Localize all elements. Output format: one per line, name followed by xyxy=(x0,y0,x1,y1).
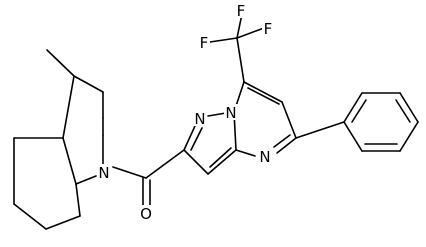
bond-c3q-c4q xyxy=(73,75,104,93)
bond-ph-3 xyxy=(399,92,419,123)
atom-labels: F F F N N N N O xyxy=(97,2,274,223)
bond-n1-c2 xyxy=(183,125,196,151)
bond-c7-c6 xyxy=(243,81,283,103)
bond-c5-phenyl xyxy=(295,121,345,139)
bond-c5-n4 xyxy=(276,137,297,154)
bond-c3-c3a-double xyxy=(209,147,232,168)
bond-c4q-methyl xyxy=(46,49,75,77)
bond-cf3-f2 xyxy=(236,27,265,39)
atom-n-pyrimidine-lower: N xyxy=(258,148,272,166)
bond-ph-1-double xyxy=(351,99,367,123)
atom-f3-text: F xyxy=(237,2,246,20)
bond-ph-4 xyxy=(399,121,419,152)
bond-c6q-c7q xyxy=(13,203,47,230)
bond-n7a-n1 xyxy=(207,112,227,117)
bond-c4a-c8a xyxy=(62,137,77,185)
bond-cf3-f1 xyxy=(209,37,238,43)
atom-f3: F xyxy=(235,2,247,20)
atom-n-quinoline-text: N xyxy=(98,164,109,182)
bond-c5-n4-double xyxy=(273,134,291,148)
atom-f1: F xyxy=(198,34,210,52)
atom-n-pyrimidine-upper: N xyxy=(224,104,238,122)
bond-c3-c3a xyxy=(207,149,237,175)
bond-c2-c3 xyxy=(183,149,209,175)
atom-n-pyrazole-text: N xyxy=(194,110,205,128)
bond-c2-carbonyl xyxy=(145,149,185,179)
atom-n-pyrazole: N xyxy=(193,110,207,128)
atom-f2-text: F xyxy=(264,20,273,38)
bond-c7q-c8q xyxy=(45,215,81,230)
bond-c6-c5 xyxy=(281,101,297,139)
atom-n-quinoline: N xyxy=(97,164,111,182)
bonds xyxy=(13,13,419,230)
atom-f2: F xyxy=(262,20,274,38)
bond-n1-c2-double xyxy=(190,127,203,151)
bond-ph-3-double xyxy=(395,99,411,123)
bond-n4-c3a xyxy=(235,149,256,157)
atom-n-pyrimidine-lower-text: N xyxy=(259,148,270,166)
bond-carbonyl-n xyxy=(112,166,147,179)
bond-c4q-c4a xyxy=(62,75,75,139)
bond-c8a-n xyxy=(75,175,97,185)
bond-cf3-ring xyxy=(236,37,245,83)
atom-n-pyrimidine-upper-text: N xyxy=(225,104,236,122)
bond-ph-1 xyxy=(343,92,363,123)
bond-c7-c6-double xyxy=(247,87,280,105)
bond-ph-6 xyxy=(343,121,363,152)
bond-c8q-c8a xyxy=(75,183,81,217)
atom-f1-text: F xyxy=(200,34,209,52)
atom-o-carbonyl-text: O xyxy=(140,205,152,223)
atom-o-carbonyl: O xyxy=(139,205,153,223)
